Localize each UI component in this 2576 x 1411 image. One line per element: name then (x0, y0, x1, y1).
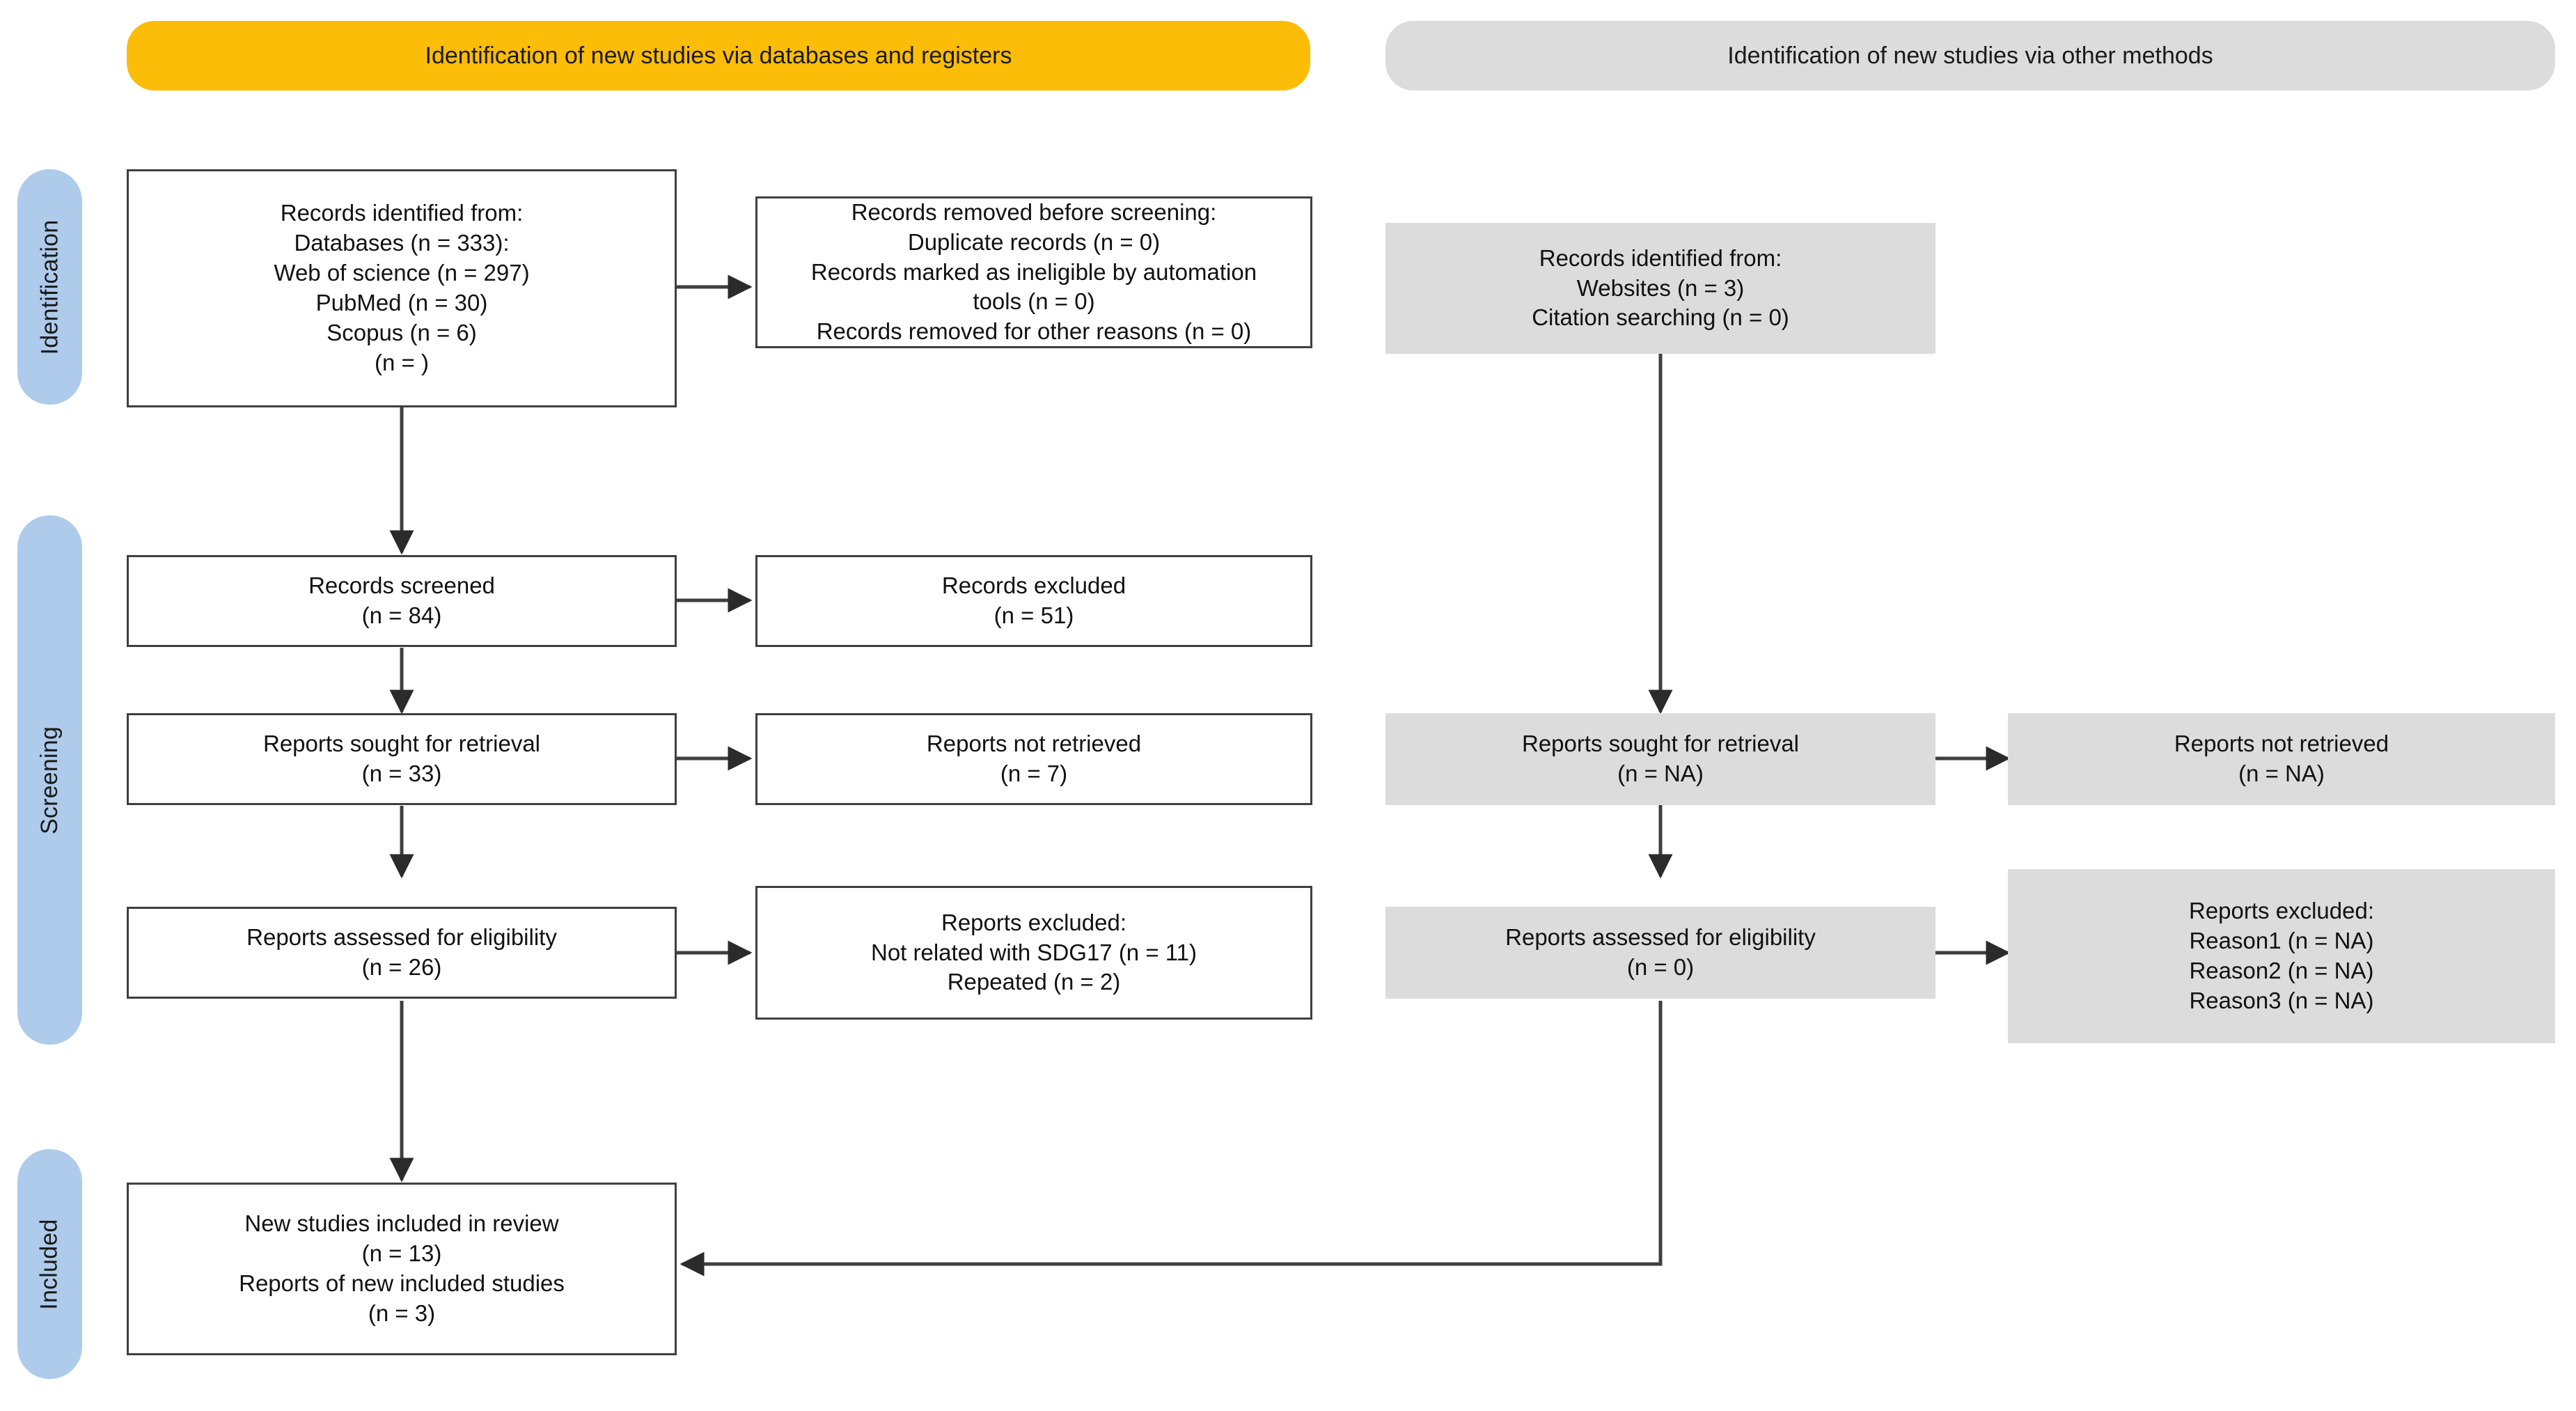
node-other-reports-sought: Reports sought for retrieval (n = NA) (1385, 713, 1935, 805)
node-line: Reports assessed for eligibility (1505, 924, 1816, 951)
banner-other-methods-label: Identification of new studies via other … (1727, 42, 2213, 69)
banner-databases-and-registers: Identification of new studies via databa… (127, 21, 1310, 91)
node-line: Repeated (n = 2) (947, 969, 1121, 995)
node-reports-assessed: Reports assessed for eligibility (n = 26… (127, 907, 677, 999)
stage-label-identification: Identification (36, 219, 63, 354)
node-other-reports-not-retrieved: Reports not retrieved (n = NA) (2008, 713, 2555, 805)
node-line: Records excluded (941, 572, 1126, 599)
stage-label-screening: Screening (36, 726, 63, 834)
stage-label-included: Included (36, 1218, 63, 1310)
node-line: Reports not retrieved (926, 731, 1142, 757)
node-line: (n = NA) (2238, 761, 2325, 786)
node-line: Reports sought for retrieval (262, 731, 540, 757)
node-new-studies-included: New studies included in review (n = 13) … (127, 1183, 677, 1355)
node-line: Reports excluded: (941, 909, 1126, 935)
node-line: (n = 13) (361, 1240, 442, 1267)
node-reports-excluded: Reports excluded: Not related with SDG17… (755, 886, 1312, 1020)
node-line: Citation searching (n = 0) (1532, 304, 1789, 331)
node-records-screened: Records screened (n = 84) (127, 555, 677, 647)
node-line: Scopus (n = 6) (327, 319, 477, 345)
node-line: (n = 51) (994, 602, 1074, 628)
connector-other-assessed-to-included (680, 1001, 1663, 1277)
node-line: (n = 33) (361, 761, 442, 786)
node-line: Records screened (308, 572, 495, 599)
node-line: Records identified from: (280, 200, 524, 226)
stage-pill-identification: Identification (17, 169, 82, 405)
node-line: Web of science (n = 297) (274, 260, 530, 286)
stage-pill-screening: Screening (17, 515, 82, 1045)
node-line: Databases (n = 333): (294, 230, 510, 256)
node-line: Reports sought for retrieval (1521, 731, 1799, 757)
node-line: (n = 3) (368, 1300, 436, 1326)
node-line: Reports not retrieved (2174, 731, 2389, 757)
node-line: Reports assessed for eligibility (246, 924, 557, 951)
node-line: Reason3 (n = NA) (2189, 987, 2374, 1013)
banner-databases-label: Identification of new studies via databa… (425, 42, 1012, 69)
node-line: (n = 26) (361, 954, 442, 980)
node-line: Reports of new included studies (239, 1270, 565, 1296)
banner-other-methods: Identification of new studies via other … (1385, 21, 2555, 91)
node-line: New studies included in review (244, 1210, 559, 1237)
node-line: Duplicate records (n = 0) (907, 228, 1161, 255)
node-other-reports-assessed: Reports assessed for eligibility (n = 0) (1385, 907, 1935, 999)
node-line: (n = ) (375, 349, 429, 375)
node-line: Not related with SDG17 (n = 11) (870, 939, 1197, 965)
node-line: (n = NA) (1617, 761, 1704, 786)
node-records-removed: Records removed before screening: Duplic… (755, 196, 1312, 348)
node-line: Records removed before screening: (851, 198, 1217, 225)
node-line: Websites (n = 3) (1576, 274, 1745, 301)
node-line: Reports excluded: (2189, 898, 2374, 924)
node-reports-not-retrieved: Reports not retrieved (n = 7) (755, 713, 1312, 805)
node-line: Records removed for other reasons (n = 0… (816, 318, 1252, 345)
node-line: (n = 84) (361, 602, 442, 628)
node-line: PubMed (n = 30) (315, 290, 488, 315)
node-line: (n = 7) (1000, 761, 1068, 786)
node-reports-sought: Reports sought for retrieval (n = 33) (127, 713, 677, 805)
node-records-excluded: Records excluded (n = 51) (755, 555, 1312, 647)
node-line: Records identified from: (1539, 244, 1782, 271)
node-line: (n = 0) (1626, 954, 1695, 980)
node-line: Reason2 (n = NA) (2189, 958, 2374, 983)
node-records-identified: Records identified from: Databases (n = … (127, 169, 677, 407)
node-line: tools (n = 0) (973, 288, 1095, 315)
stage-pill-included: Included (17, 1149, 82, 1379)
node-line: Reason1 (n = NA) (2189, 928, 2374, 954)
node-other-records-identified: Records identified from: Websites (n = 3… (1385, 223, 1935, 354)
node-other-reports-excluded: Reports excluded: Reason1 (n = NA) Reaso… (2008, 869, 2555, 1043)
node-line: Records marked as ineligible by automati… (810, 258, 1257, 285)
